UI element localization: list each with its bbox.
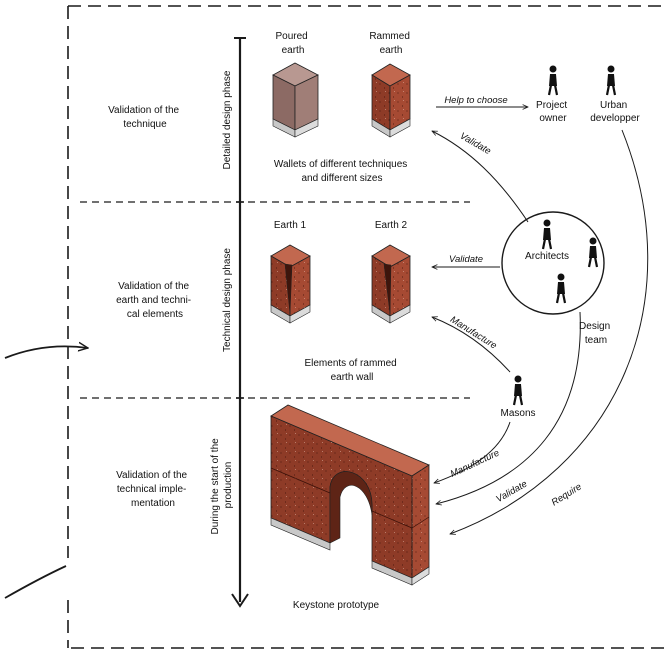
timeline-arrowhead (231, 593, 249, 608)
help-to-choose-label: Help to choose (444, 95, 507, 106)
urban-developer-person-icon (605, 65, 617, 96)
earth-2-label: Earth 2 (375, 220, 408, 231)
validate-prototype-arrow (436, 311, 581, 504)
architects-label: Architects (525, 251, 569, 262)
phase-label-3: During the start of the production (210, 436, 234, 535)
validate-wallets-arrow (432, 130, 529, 223)
earth-1-element (270, 244, 311, 324)
poured-earth-wallet (272, 62, 319, 138)
earth-2-element (371, 244, 411, 324)
project-owner-label: Project owner (536, 100, 570, 124)
require-arrow (450, 129, 649, 534)
design-team-label: Design team (579, 321, 613, 346)
prototype-caption: Keystone prototype (293, 600, 380, 611)
incoming-curve (4, 565, 67, 599)
phase-label-1: Detailed design phase (222, 70, 233, 169)
poured-earth-label: Poured earth (275, 31, 310, 56)
validate-wallets-label: Validate (458, 131, 493, 158)
manufacture-elements-arrow (432, 317, 511, 373)
masons-label: Masons (500, 408, 535, 419)
architect-person-icon-3 (555, 273, 567, 304)
validation-label-2: Validation of the earth and techni- cal … (116, 281, 194, 320)
keystone-prototype-arch (270, 404, 430, 586)
architect-person-icon-1 (541, 219, 553, 250)
rammed-earth-wallet (371, 63, 411, 138)
manufacture-prototype-arrow (434, 421, 511, 483)
require-label: Require (550, 481, 584, 508)
architect-person-icon-2 (587, 237, 599, 268)
urban-developer-label: Urban developper (590, 100, 640, 124)
frame-border (67, 5, 664, 649)
phase-label-2: Technical design phase (222, 248, 233, 352)
validation-label-1: Validation of the technique (108, 105, 182, 130)
incoming-arrow (4, 346, 88, 359)
elements-caption: Elements of rammed earth wall (304, 358, 399, 383)
wallets-caption: Wallets of different techniques and diff… (274, 159, 410, 184)
manufacture-elements-label: Manufacture (448, 314, 499, 351)
validate-prototype-label: Validate (494, 479, 529, 506)
mason-person-icon (512, 375, 524, 406)
manufacture-prototype-label: Manufacture (449, 448, 502, 480)
earth-1-label: Earth 1 (274, 220, 307, 231)
validate-elements-label: Validate (449, 254, 483, 265)
validation-label-3: Validation of the technical imple- menta… (116, 470, 190, 509)
architects-circle (501, 211, 605, 315)
project-owner-person-icon (547, 65, 559, 96)
rammed-earth-label: Rammed earth (369, 31, 412, 56)
